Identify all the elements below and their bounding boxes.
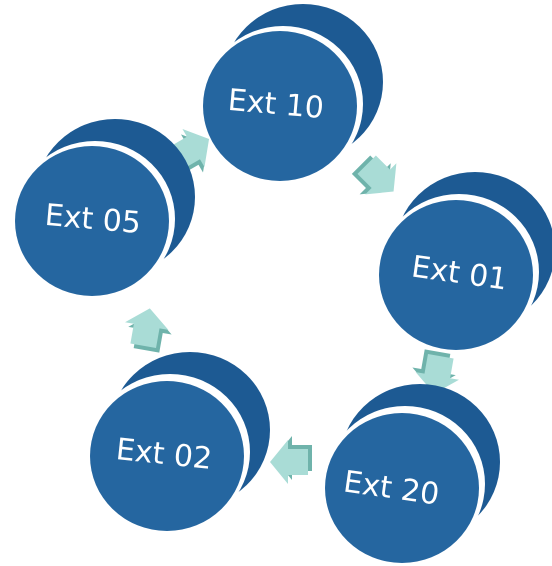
connector-arrow-front bbox=[125, 308, 169, 349]
node-label: Ext 05 bbox=[43, 198, 142, 241]
node-ext-02: Ext 02 bbox=[90, 352, 270, 531]
connector-ext01-to-ext20 bbox=[412, 349, 459, 394]
connector-arrow-front bbox=[357, 155, 397, 195]
disc-face bbox=[90, 381, 244, 531]
node-label: Ext 10 bbox=[226, 83, 325, 126]
disc-face bbox=[325, 413, 479, 563]
node-ext-20: Ext 20 bbox=[325, 384, 500, 563]
node-ext-01: Ext 01 bbox=[379, 172, 552, 350]
connector-arrow-front bbox=[270, 440, 308, 484]
node-ext-05: Ext 05 bbox=[15, 119, 195, 297]
disc-face bbox=[203, 31, 357, 181]
disc-face bbox=[379, 200, 533, 350]
disc-face bbox=[15, 146, 169, 296]
connector-ext10-to-ext01 bbox=[351, 155, 397, 195]
connector-arrow-front bbox=[415, 353, 459, 394]
connector-ext20-to-ext02 bbox=[270, 436, 312, 484]
node-ext-10: Ext 10 bbox=[203, 4, 383, 182]
connector-ext02-to-ext05 bbox=[125, 308, 172, 353]
